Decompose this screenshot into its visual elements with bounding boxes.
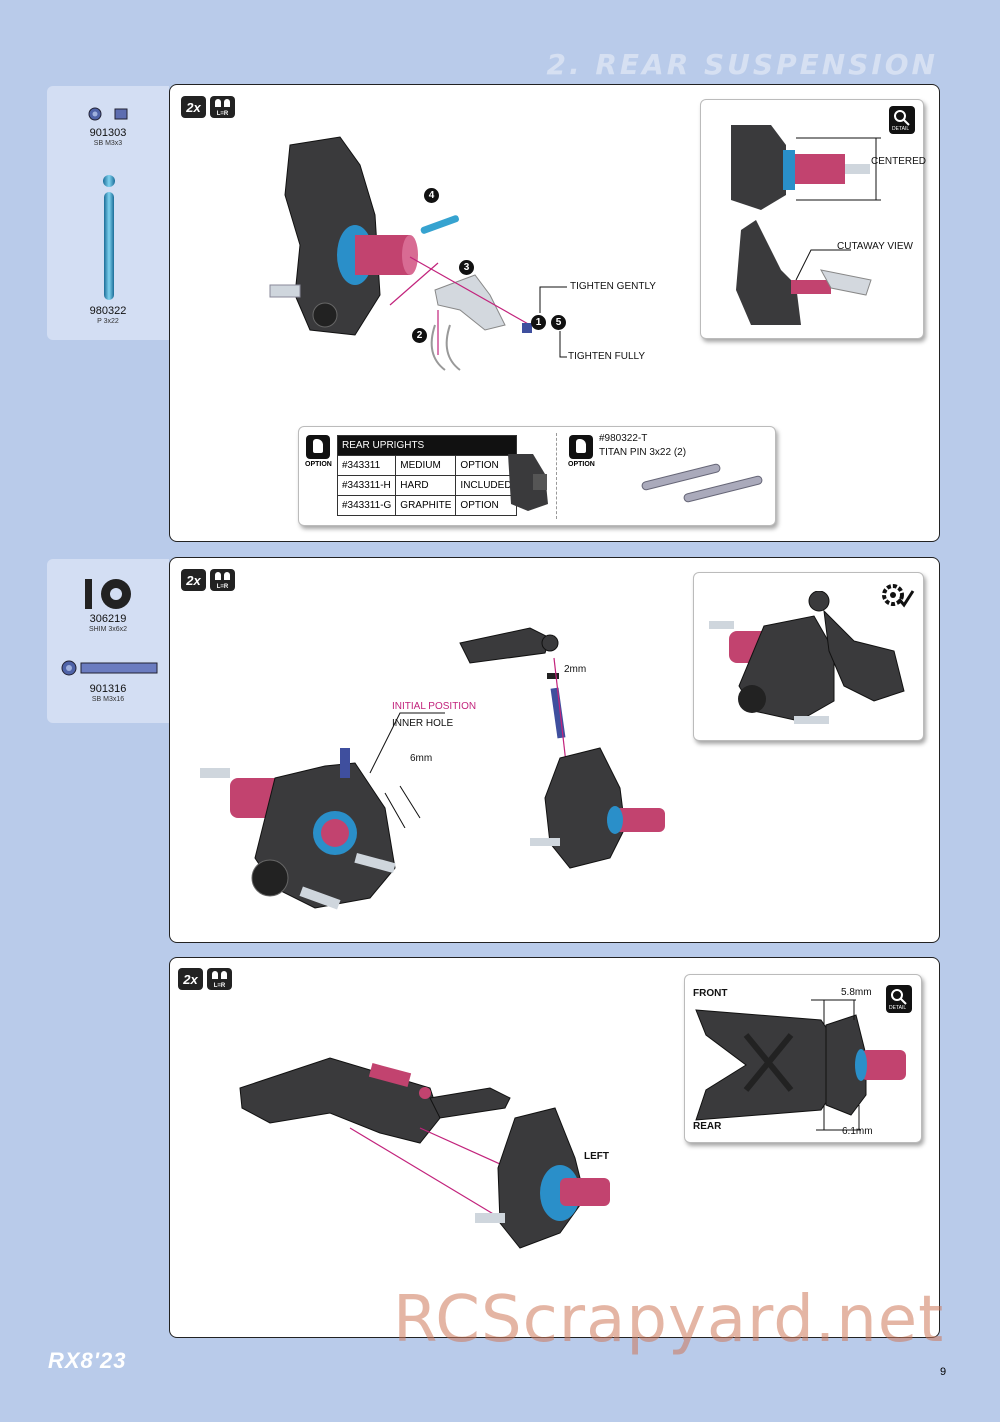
part-901303: 901303 SB M3x3 [89, 127, 127, 147]
callout-line [369, 712, 445, 828]
quantity-badge: 2x L=R [178, 968, 232, 990]
upright-initial-illustration [200, 748, 396, 910]
parts-sidebar-2: 306219 SHIM 3x6x2 901316 SB M3x16 [47, 559, 169, 723]
step-marker-2: 2 [412, 328, 427, 343]
rear-label: REAR [693, 1121, 722, 1132]
front-label: FRONT [693, 988, 728, 999]
upright-assembly-illustration [269, 136, 532, 371]
centered-label: CENTERED [871, 156, 927, 167]
detail-box-linkage [693, 572, 924, 741]
step-panel-3: 2x L=R LEFT DETAIL FRONT REAR 5.8mm 6.1m… [169, 957, 940, 1338]
pin-icon [103, 175, 115, 300]
linkage-assembly-illustration [459, 627, 665, 869]
initial-position-label: INITIAL POSITION [392, 701, 477, 712]
left-label: LEFT [584, 1151, 609, 1162]
linkage-detail-illustration [709, 591, 905, 724]
titan-pin-desc: TITAN PIN 3x22 (2) [599, 447, 687, 458]
step-panel-2: 2x L=R INITIAL POSITION INNER HOLE 6mm 2… [169, 557, 940, 943]
dim-2mm-label: 2mm [564, 664, 587, 675]
step-marker-1: 1 [531, 315, 546, 330]
brand-logo: RX8'23 [48, 1348, 127, 1373]
detail-illustration [731, 125, 881, 325]
screw-icon [88, 107, 128, 121]
thumbs-up-icon [306, 435, 330, 459]
inner-hole-label: INNER HOLE [392, 718, 454, 729]
detail-box-centered: DETAIL CENTERED CUTAWAY VIEW [700, 99, 927, 339]
part-901316: 901316 SB M3x16 [89, 683, 127, 703]
page-number: 9 [940, 1366, 947, 1378]
detail-box-front-rear: DETAIL FRONT REAR 5.8mm 6.1mm [684, 974, 922, 1143]
part-980322: 980322 P 3x22 [89, 305, 127, 325]
arm-assembly-illustration [239, 1057, 610, 1249]
cutaway-view-label: CUTAWAY VIEW [837, 241, 913, 252]
screw-long-icon [61, 660, 158, 676]
dim-5-8mm-label: 5.8mm [841, 987, 872, 998]
tighten-fully-label: TIGHTEN FULLY [568, 351, 646, 362]
titan-pin-code: #980322-T [599, 433, 648, 444]
watermark-text: RCScrapyard.net [393, 1283, 945, 1357]
options-divider [556, 433, 557, 519]
dim-6mm-label: 6mm [410, 753, 433, 764]
front-rear-detail-illustration [695, 999, 906, 1131]
upright-thumbnail [508, 454, 548, 511]
magnifier-icon [886, 985, 912, 1013]
magnifier-icon [889, 106, 915, 134]
shim-icon [85, 579, 131, 609]
step-panel-1: 2x L=R 4 3 2 1 5 TIGHTEN GENTLY TIGHTEN … [169, 84, 940, 542]
thumbs-up-icon [569, 435, 593, 459]
step-marker-4: 4 [424, 188, 439, 203]
tighten-gently-label: TIGHTEN GENTLY [570, 281, 656, 292]
section-title: 2. REAR SUSPENSION [546, 48, 938, 81]
dim-6-1mm-label: 6.1mm [842, 1126, 873, 1137]
step-marker-3: 3 [459, 260, 474, 275]
gear-check-icon [882, 584, 915, 608]
quantity-badge: 2x L=R [181, 569, 235, 591]
quantity-badge: 2x L=R [181, 96, 235, 118]
part-306219: 306219 SHIM 3x6x2 [88, 613, 128, 633]
callout-lines [539, 286, 567, 358]
step-marker-5: 5 [551, 315, 566, 330]
titan-pins-illustration [641, 463, 763, 503]
parts-sidebar-1: 901303 SB M3x3 980322 P 3x22 [47, 86, 169, 340]
